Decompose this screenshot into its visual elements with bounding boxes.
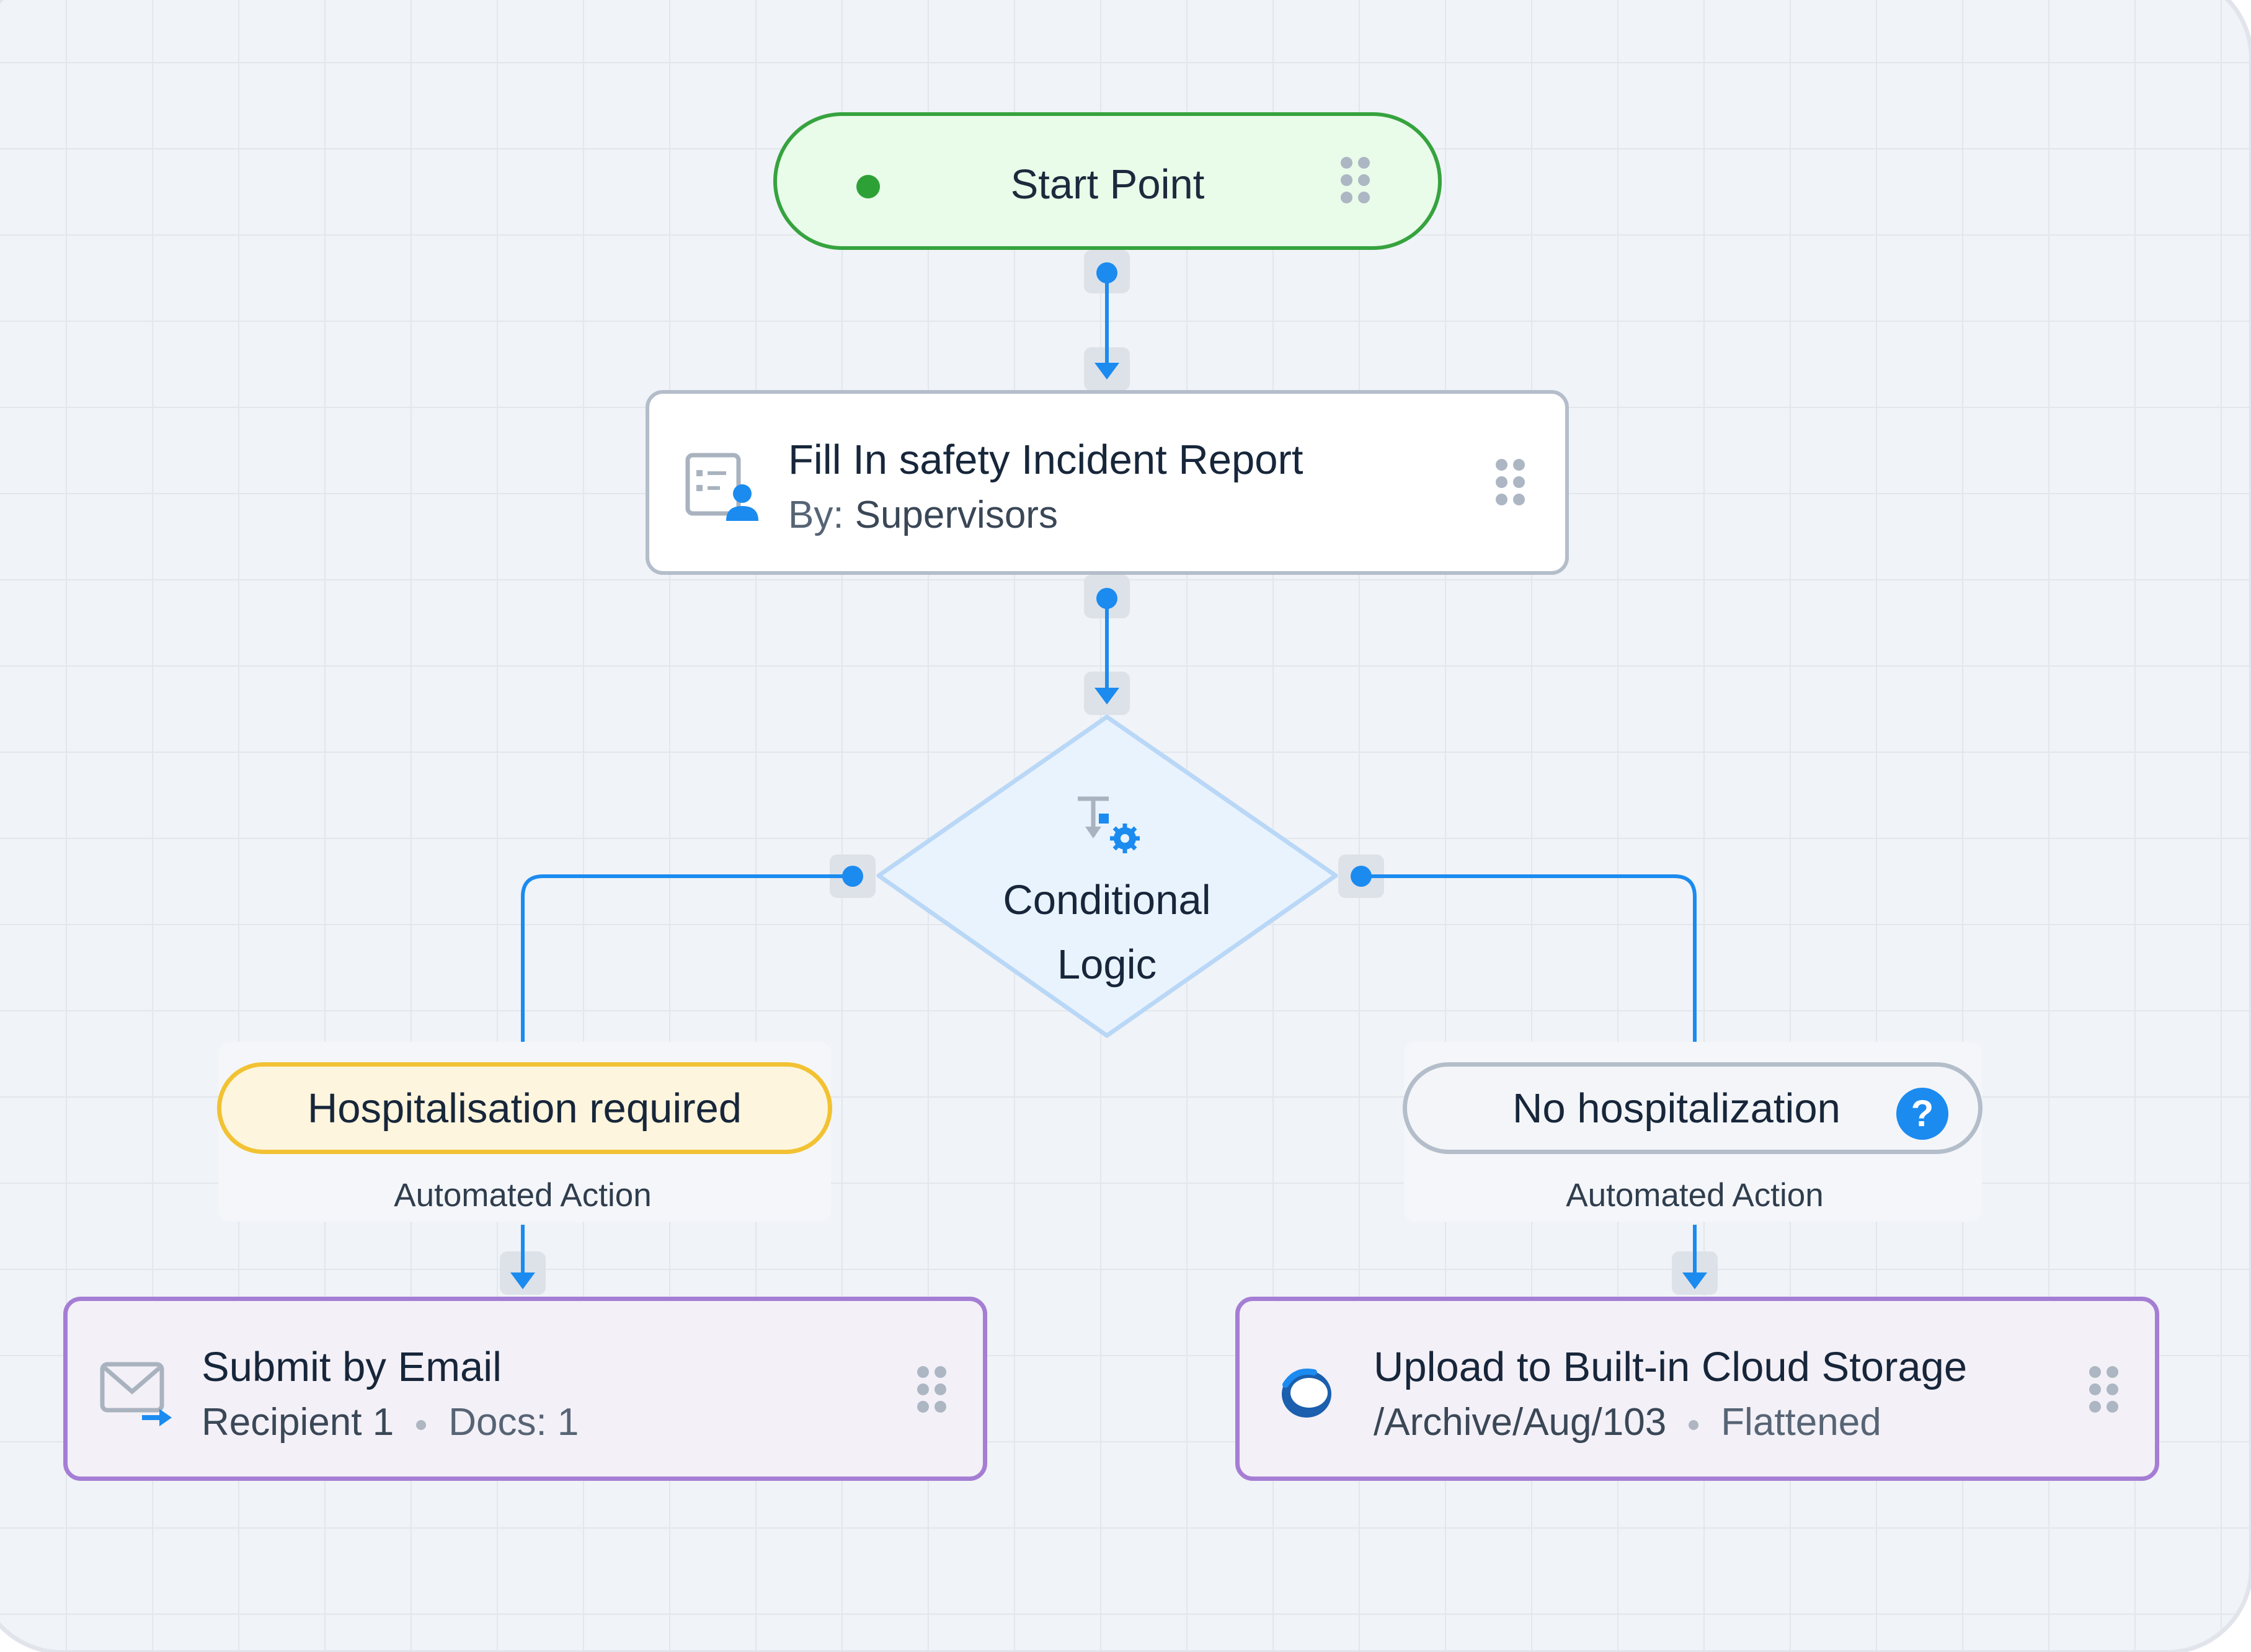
connector-handle [1096, 588, 1117, 609]
storage-path: /Archive/Aug/103 [1374, 1401, 1667, 1444]
automated-action-label: Automated Action [1566, 1177, 1824, 1214]
task-title: Fill In safety Incident Report [788, 437, 1303, 483]
flatten-option: Flattened [1721, 1401, 1881, 1444]
assignee-value: Supervisors [855, 494, 1058, 536]
email-send-icon [100, 1362, 172, 1426]
fill-in-task-node[interactable]: Fill In safety Incident Report By: Superv… [646, 390, 1569, 575]
condition-hospitalisation-required[interactable]: Hospitalisation required [217, 1062, 832, 1154]
separator-dot [416, 1419, 427, 1430]
help-icon[interactable]: ? [1896, 1088, 1948, 1140]
arrow-down-icon [510, 1272, 535, 1289]
drag-handle-icon[interactable] [1496, 459, 1528, 508]
action-details: Recipient 1 Docs: 1 [202, 1400, 579, 1444]
start-point-title: Start Point [1010, 161, 1205, 208]
submit-by-email-node[interactable]: Submit by Email Recipient 1 Docs: 1 [63, 1297, 987, 1481]
recipient-count: Recipient 1 [202, 1401, 394, 1444]
separator-dot [1689, 1419, 1699, 1430]
drag-handle-icon[interactable] [1341, 157, 1373, 206]
connector-line [1361, 874, 1697, 1042]
upload-cloud-storage-node[interactable]: Upload to Built-in Cloud Storage /Archiv… [1235, 1297, 2159, 1481]
action-title: Upload to Built-in Cloud Storage [1374, 1344, 1968, 1390]
form-user-icon [685, 453, 758, 521]
connector-handle [842, 866, 863, 887]
start-point-node[interactable]: Start Point [773, 112, 1442, 250]
arrow-down-icon [1682, 1272, 1707, 1289]
cloud-storage-icon [1282, 1369, 1331, 1418]
drag-handle-icon[interactable] [917, 1366, 949, 1416]
arrow-down-icon [1094, 363, 1119, 380]
conditional-logic-node [876, 714, 1338, 1038]
task-assignee-line: By: Supervisors [788, 493, 1058, 537]
connector-handle [1351, 866, 1372, 887]
condition-label: No hospitalization [1512, 1085, 1840, 1132]
connector-line [521, 874, 853, 1042]
arrow-down-icon [1094, 688, 1119, 704]
conditional-logic-icon [1078, 796, 1140, 853]
action-title: Submit by Email [202, 1344, 502, 1390]
automated-action-label: Automated Action [394, 1177, 652, 1214]
docs-count: Docs: 1 [448, 1401, 579, 1444]
by-label: By: [788, 494, 844, 536]
condition-no-hospitalization[interactable]: No hospitalization ? [1403, 1062, 1982, 1154]
start-dot-icon [856, 175, 880, 198]
action-details: /Archive/Aug/103 Flattened [1374, 1400, 1881, 1444]
connector-handle [1096, 262, 1117, 283]
drag-handle-icon[interactable] [2089, 1366, 2121, 1416]
